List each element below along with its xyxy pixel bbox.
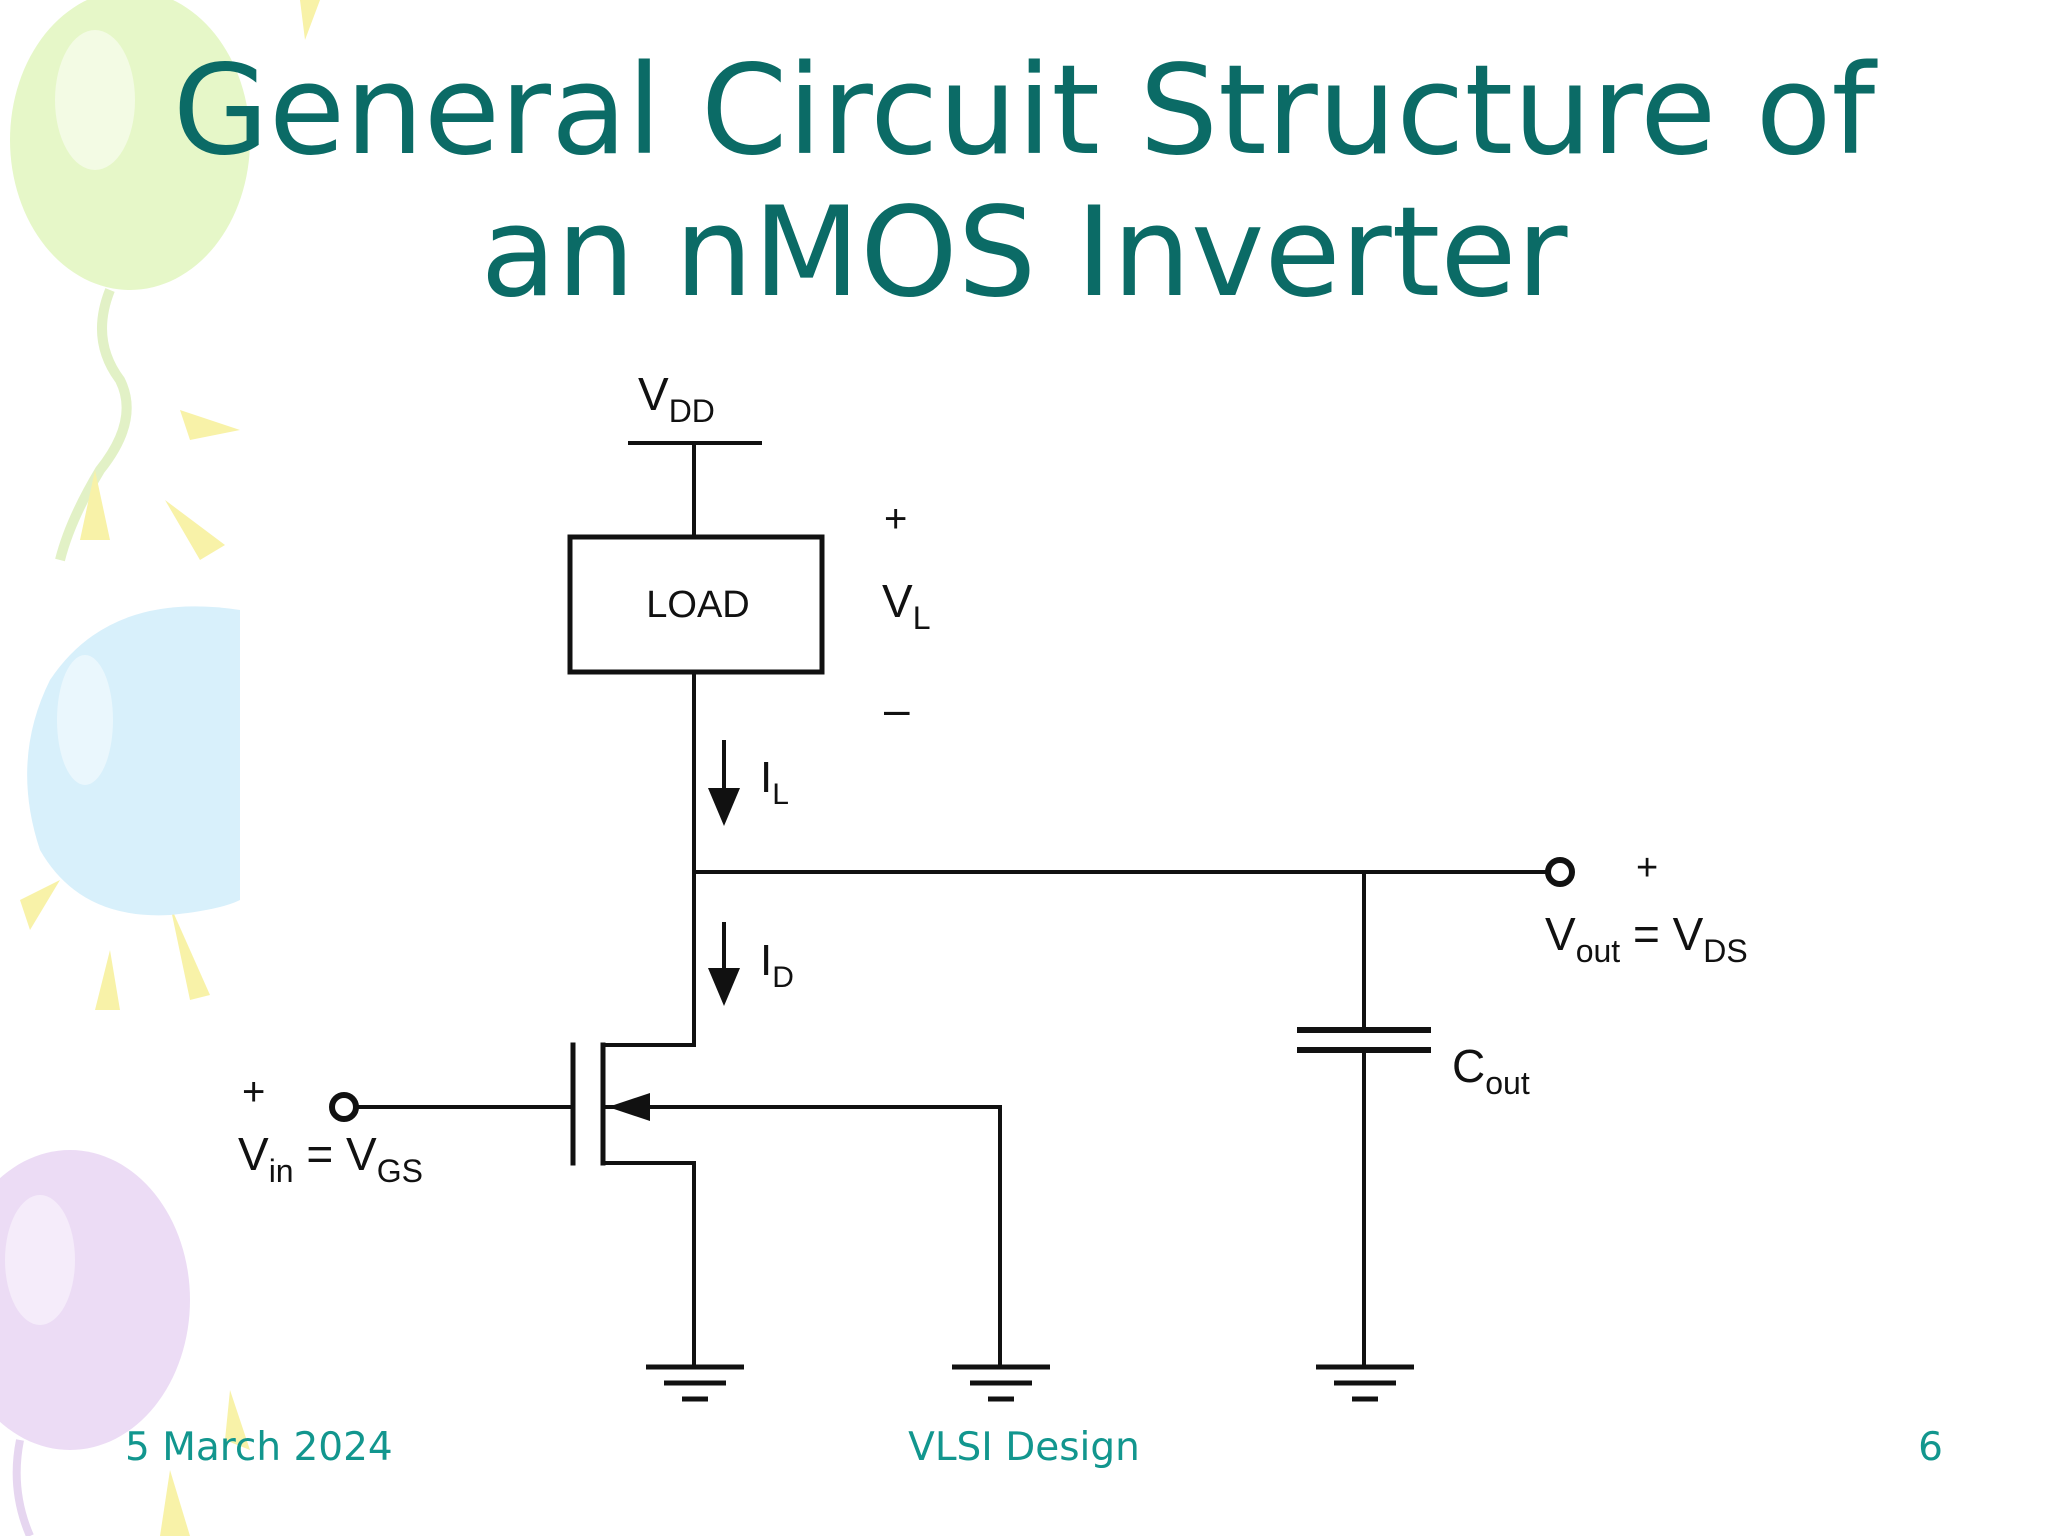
balloon-decoration — [0, 0, 320, 1536]
balloon-green — [10, 0, 250, 562]
output-terminal-icon — [1545, 857, 1575, 887]
ground-icon-capacitor — [1316, 1364, 1414, 1402]
page-number: 6 — [1918, 1425, 1943, 1470]
id-label: ID — [760, 936, 794, 994]
il-label: IL — [760, 753, 789, 811]
title-line-1: General Circuit Structure of — [172, 39, 1876, 183]
vdd-label: VDD — [638, 368, 715, 429]
ground-icon-body — [952, 1364, 1050, 1402]
input-terminal-icon — [329, 1092, 359, 1122]
sun-rays — [20, 0, 320, 1536]
cout-label: Cout — [1452, 1040, 1530, 1101]
vl-label: VL — [882, 575, 930, 636]
ground-icon-source — [646, 1364, 744, 1402]
footer-title: VLSI Design — [908, 1425, 1140, 1470]
load-label: LOAD — [646, 584, 749, 626]
title-line-2: an nMOS Inverter — [480, 181, 1568, 325]
drain-current-arrow-icon — [708, 922, 740, 1006]
balloon-blue — [27, 606, 241, 916]
body-arrow-icon — [608, 1093, 650, 1121]
vl-minus: – — [884, 683, 910, 735]
footer-date: 5 March 2024 — [125, 1425, 393, 1470]
balloon-purple — [0, 1150, 190, 1536]
load-current-arrow-icon — [708, 740, 740, 826]
vl-plus: + — [884, 497, 907, 541]
vout-label: Vout = VDS — [1545, 908, 1748, 969]
vin-label: Vin = VGS — [238, 1128, 423, 1189]
vin-plus: + — [242, 1070, 265, 1114]
vout-plus: + — [1636, 847, 1658, 889]
slide-title: General Circuit Structure of an nMOS Inv… — [0, 40, 2048, 324]
